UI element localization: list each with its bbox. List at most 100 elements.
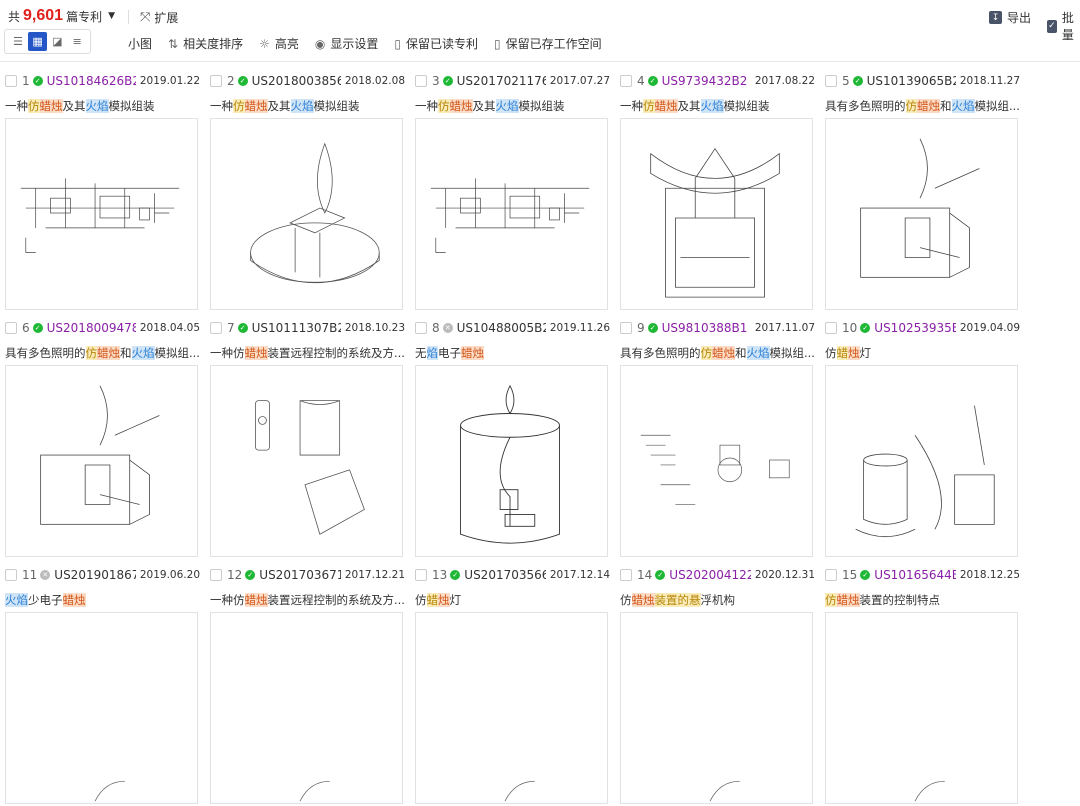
tool-sort[interactable]: ⇅相关度排序 — [168, 35, 243, 52]
patent-card[interactable]: 3✓US20170211766...2017.07.27一种仿蜡烛及其火焰模拟组… — [415, 72, 610, 310]
title-text: 装置的控制特点 — [859, 593, 941, 607]
grid-view-button[interactable]: ▦ — [28, 32, 48, 51]
patent-drawing-thumbnail[interactable] — [620, 612, 813, 804]
highlight-term: 仿 — [28, 99, 40, 113]
patent-drawing-thumbnail[interactable] — [825, 365, 1018, 557]
select-checkbox[interactable] — [620, 322, 632, 334]
select-checkbox[interactable] — [210, 322, 222, 334]
drawing-image — [20, 178, 180, 253]
select-checkbox[interactable] — [415, 322, 427, 334]
patent-title[interactable]: 一种仿蜡烛及其火焰模拟组装 — [210, 96, 405, 116]
select-checkbox[interactable] — [415, 75, 427, 87]
patent-title[interactable]: 具有多色照明的仿蜡烛和火焰模拟组... — [825, 96, 1020, 116]
patent-drawing-thumbnail[interactable] — [5, 365, 198, 557]
patent-title[interactable]: 仿蜡烛灯 — [825, 343, 1020, 363]
select-checkbox[interactable] — [825, 569, 837, 581]
patent-number-link[interactable]: US2017036716... — [259, 568, 341, 582]
patent-title[interactable]: 一种仿蜡烛装置远程控制的系统及方... — [210, 590, 405, 610]
patent-title[interactable]: 一种仿蜡烛及其火焰模拟组装 — [620, 96, 815, 116]
patent-number-link[interactable]: US10111307B2 — [251, 321, 341, 335]
patent-title[interactable]: 仿蜡烛灯 — [415, 590, 610, 610]
tool-size[interactable]: 小图 — [128, 35, 152, 52]
select-checkbox[interactable] — [5, 569, 17, 581]
patent-number-link[interactable]: US2020041228... — [669, 568, 751, 582]
select-checkbox[interactable] — [5, 322, 17, 334]
select-checkbox[interactable] — [5, 75, 17, 87]
select-checkbox[interactable] — [825, 75, 837, 87]
select-checkbox[interactable] — [210, 569, 222, 581]
patent-number-link[interactable]: US10253935B2 — [874, 321, 956, 335]
patent-title[interactable]: 具有多色照明的仿蜡烛和火焰模拟组... — [620, 343, 815, 363]
patent-title[interactable]: 无焰电子蜡烛 — [415, 343, 610, 363]
patent-number-link[interactable]: US10488005B2 — [456, 321, 546, 335]
patent-title[interactable]: 具有多色照明的仿蜡烛和火焰模拟组... — [5, 343, 200, 363]
patent-drawing-thumbnail[interactable] — [620, 365, 813, 557]
select-checkbox[interactable] — [415, 569, 427, 581]
chart-view-button[interactable]: ◪ — [52, 35, 63, 48]
patent-number-link[interactable]: US9739432B2 — [661, 74, 748, 88]
invalid-status-icon: ✕ — [442, 323, 453, 333]
patent-card[interactable]: 12✓US2017036716...2017.12.21一种仿蜡烛装置远程控制的… — [210, 566, 405, 804]
title-text: 模拟组装 — [518, 99, 565, 113]
select-checkbox[interactable] — [210, 75, 222, 87]
patent-title[interactable]: 仿蜡烛装置的控制特点 — [825, 590, 1020, 610]
tool-eye[interactable]: ◉显示设置 — [315, 35, 379, 52]
patent-number-link[interactable]: US10165644B2 — [874, 568, 956, 582]
patent-number-link[interactable]: US10139065B2 — [866, 74, 956, 88]
patent-drawing-thumbnail[interactable] — [415, 365, 608, 557]
patent-title[interactable]: 一种仿蜡烛及其火焰模拟组装 — [5, 96, 200, 116]
patent-number-link[interactable]: US2019018670... — [54, 568, 136, 582]
tool-sun[interactable]: ☼高亮 — [259, 35, 299, 52]
patent-drawing-thumbnail[interactable] — [825, 118, 1018, 310]
select-checkbox[interactable] — [620, 569, 632, 581]
patent-card[interactable]: 2✓US20180038565...2018.02.08一种仿蜡烛及其火焰模拟组… — [210, 72, 405, 310]
select-checkbox[interactable] — [825, 322, 837, 334]
patent-drawing-thumbnail[interactable] — [415, 118, 608, 310]
export-button[interactable]: ↧ 导出 — [989, 9, 1031, 26]
patent-title[interactable]: 一种仿蜡烛装置远程控制的系统及方... — [210, 343, 405, 363]
patent-number-link[interactable]: US9810388B1 — [661, 321, 748, 335]
patent-title[interactable]: 火焰少电子蜡烛 — [5, 590, 200, 610]
tool-folder-eye[interactable]: ▯保留已存工作空间 — [494, 35, 602, 52]
compact-view-button[interactable]: ≡ — [72, 35, 82, 48]
patent-number-link[interactable]: US20170211766... — [456, 74, 546, 88]
highlight-term: 蜡烛 — [461, 346, 484, 360]
patent-card[interactable]: 6✓US20180094785...2018.04.05具有多色照明的仿蜡烛和火… — [5, 319, 200, 557]
highlight-term: 火焰 — [131, 346, 155, 360]
patent-number-link[interactable]: US20180094785... — [46, 321, 136, 335]
patent-title[interactable]: 一种仿蜡烛及其火焰模拟组装 — [415, 96, 610, 116]
tool-doc-eye[interactable]: ▯保留已读专利 — [394, 35, 478, 52]
valid-status-icon: ✓ — [647, 76, 658, 86]
patent-drawing-thumbnail[interactable] — [825, 612, 1018, 804]
patent-drawing-thumbnail[interactable] — [5, 612, 198, 804]
patent-drawing-thumbnail[interactable] — [620, 118, 813, 310]
patent-number-link[interactable]: US10184626B2 — [46, 74, 136, 88]
batch-button[interactable]: ✓ 批量 — [1047, 11, 1074, 42]
result-count[interactable]: 共 9,601 篇专利 ▼ — [8, 7, 115, 24]
patent-drawing-thumbnail[interactable] — [5, 118, 198, 310]
expand-button[interactable]: ⤧ 扩展 — [140, 10, 179, 25]
patent-drawing-thumbnail[interactable] — [210, 365, 403, 557]
patent-drawing-thumbnail[interactable] — [210, 118, 403, 310]
result-index: 11 — [22, 568, 38, 582]
divider — [128, 10, 129, 24]
highlight-term: 火焰 — [700, 99, 724, 113]
select-checkbox[interactable] — [620, 75, 632, 87]
patent-drawing-thumbnail[interactable] — [210, 612, 403, 804]
patent-drawing-thumbnail[interactable] — [415, 612, 608, 804]
patent-title[interactable]: 仿蜡烛装置的悬浮机构 — [620, 590, 815, 610]
list-view-button[interactable]: ☰ — [12, 35, 23, 48]
patent-number-link[interactable]: US20180038565... — [251, 74, 341, 88]
patent-number-link[interactable]: US2017035660... — [464, 568, 546, 582]
